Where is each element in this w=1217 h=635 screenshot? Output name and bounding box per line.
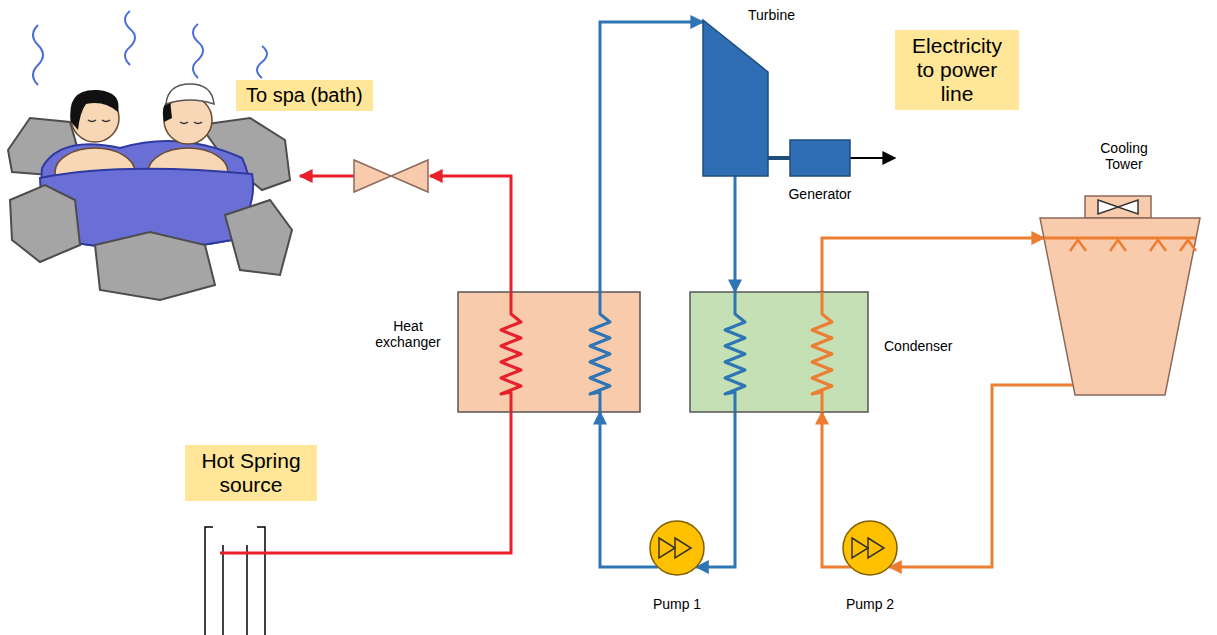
- cooling-tower-outline: [1070, 240, 1086, 251]
- flow-line: [600, 22, 703, 292]
- cooling-fan: [1085, 196, 1151, 218]
- part-label: Pump 1: [627, 596, 727, 612]
- steam: [257, 46, 267, 78]
- flow-line: [600, 412, 658, 567]
- turbine-symbol: Turbine: [703, 20, 768, 176]
- heat-exchanger-outline: [501, 292, 521, 412]
- condenser-box-outline: [690, 292, 868, 412]
- condenser-box-outline: [725, 292, 745, 412]
- bather: [88, 120, 110, 122]
- cooling-tower-outline: [1040, 218, 1200, 395]
- pump-symbol-outline: [659, 538, 675, 558]
- flow-line: [734, 176, 737, 292]
- heat-exchanger-outline: [590, 292, 610, 412]
- part-label: Turbine: [748, 7, 818, 23]
- rock: [10, 185, 80, 262]
- cooling-tower-outline: [1180, 240, 1196, 251]
- pump-symbol: Pump 2: [842, 520, 898, 576]
- rock: [95, 232, 215, 300]
- condenser-box: Condenser: [690, 292, 868, 412]
- well-pipe: [205, 527, 213, 635]
- pump-symbol-outline: [868, 538, 884, 558]
- part-label: Pump 2: [820, 596, 920, 612]
- well-pipe: [222, 545, 224, 635]
- valve-symbol: [354, 160, 391, 192]
- generator-box: Generator: [790, 140, 850, 176]
- hot-water-line: [430, 176, 511, 292]
- destination-tag: To spa (bath): [236, 80, 373, 111]
- hot-spring-illustration: [8, 11, 292, 300]
- well-pipe: [246, 545, 248, 635]
- tag-text: Hot Spring source: [195, 449, 307, 497]
- pump-symbol-outline: [842, 520, 898, 576]
- flow-line: [822, 238, 1044, 292]
- turbine-symbol-outline: [703, 20, 768, 176]
- bather: [166, 84, 214, 104]
- flow-line: [850, 157, 895, 159]
- pump-symbol-outline: [650, 521, 704, 575]
- steam: [125, 11, 135, 65]
- part-label: Generator: [770, 186, 870, 202]
- flow-line: [768, 156, 790, 160]
- well-pipe: [257, 527, 265, 635]
- bather: [70, 90, 118, 130]
- well-pipe: [205, 527, 265, 635]
- heat-exchanger-outline: [458, 292, 640, 412]
- steam: [33, 11, 267, 85]
- pump-symbol-outline: [843, 521, 897, 575]
- heat-exchanger-outline: [458, 292, 640, 412]
- generator-box-outline: [790, 140, 850, 176]
- cooling-tower: Cooling Tower: [1040, 218, 1200, 395]
- bather: [180, 122, 202, 124]
- hot-water-line: [300, 175, 354, 178]
- part-label: Cooling Tower: [1089, 140, 1159, 172]
- valve-symbol: [391, 160, 428, 192]
- cooling-fan: [1098, 200, 1138, 214]
- cooling-tower-outline: [1044, 237, 1195, 240]
- condenser-box-outline: [812, 292, 832, 412]
- pump-symbol-outline: [675, 538, 691, 558]
- tag-text: To spa (bath): [246, 84, 363, 107]
- cooling-tower-outline: [1040, 218, 1200, 395]
- valve-symbol: [354, 160, 428, 192]
- pump-symbol-outline: [852, 538, 868, 558]
- pump-symbol: Pump 1: [649, 520, 705, 576]
- flow-line: [889, 385, 1073, 567]
- part-label: Heat exchanger: [366, 318, 450, 350]
- cooling-tower-outline: [1110, 240, 1126, 251]
- steam: [33, 25, 43, 85]
- pump-symbol-outline: [649, 520, 705, 576]
- cooling-tower-outline: [1150, 240, 1166, 251]
- steam: [193, 24, 203, 78]
- rock: [10, 185, 292, 300]
- part-label: Condenser: [884, 338, 994, 354]
- heat-exchanger: Heat exchanger: [458, 292, 640, 412]
- generator-box-outline: [790, 140, 850, 176]
- output-tag: Electricity to power line: [895, 30, 1019, 110]
- source-tag: Hot Spring source: [185, 445, 317, 501]
- turbine-symbol-outline: [703, 20, 768, 176]
- condenser-box-outline: [690, 292, 868, 412]
- tag-text: Electricity to power line: [905, 34, 1009, 106]
- cooling-fan: [1085, 196, 1151, 218]
- rock: [225, 200, 292, 275]
